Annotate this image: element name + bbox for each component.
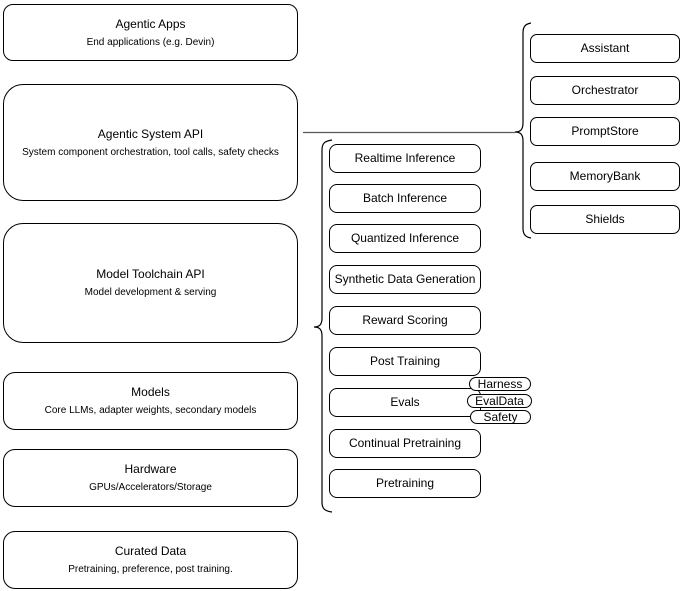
service-box-continual-pretraining: Continual Pretraining [329,429,481,458]
box-subtitle: GPUs/Accelerators/Storage [89,482,212,493]
box-curated-data: Curated Data Pretraining, preference, po… [3,531,298,589]
component-box-shields: Shields [530,205,680,234]
box-subtitle: Pretraining, preference, post training. [68,564,233,575]
box-title: Hardware [124,462,177,476]
box-hardware: Hardware GPUs/Accelerators/Storage [3,449,298,507]
service-box-synthetic-data-generation: Synthetic Data Generation [329,265,481,294]
eval-tag-safety: Safety [470,410,531,424]
component-box-orchestrator: Orchestrator [530,76,680,105]
service-box-reward-scoring: Reward Scoring [329,306,481,335]
service-box-realtime-inference: Realtime Inference [329,144,481,173]
service-box-quantized-inference: Quantized Inference [329,224,481,253]
box-title: Model Toolchain API [96,267,205,281]
service-box-pretraining: Pretraining [329,469,481,498]
eval-tag-evaldata: EvalData [467,394,532,408]
component-box-assistant: Assistant [530,34,680,63]
box-agentic-apps: Agentic Apps End applications (e.g. Devi… [3,4,298,61]
box-subtitle: End applications (e.g. Devin) [86,36,215,48]
component-box-memorybank: MemoryBank [530,162,680,191]
box-title: Models [131,385,170,399]
service-box-batch-inference: Batch Inference [329,184,481,213]
box-agentic-system-api: Agentic System API System component orch… [3,84,298,201]
system-components-brace [514,22,532,239]
box-subtitle: Model development & serving [84,287,217,298]
service-box-evals: Evals [329,388,481,417]
box-subtitle: Core LLMs, adapter weights, secondary mo… [44,405,257,416]
box-title: Curated Data [114,544,187,558]
box-title: Agentic System API [97,126,204,141]
box-title: Agentic Apps [115,16,186,31]
box-subtitle: System component orchestration, tool cal… [22,146,279,158]
box-model-toolchain-api: Model Toolchain API Model development & … [3,223,298,343]
service-box-post-training: Post Training [329,347,481,376]
eval-tag-harness: Harness [469,377,531,391]
component-box-promptstore: PromptStore [530,117,680,146]
box-models: Models Core LLMs, adapter weights, secon… [3,372,298,430]
